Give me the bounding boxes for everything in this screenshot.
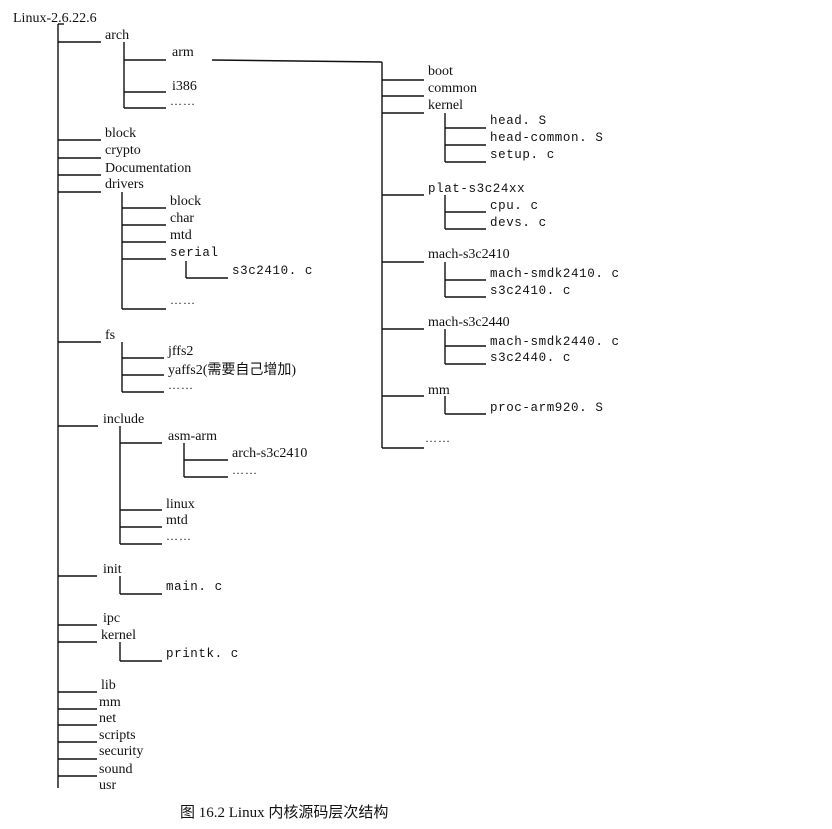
- node-block: block: [105, 126, 137, 141]
- node-head-S: head. S: [490, 114, 547, 128]
- node-inc-mtd: mtd: [166, 513, 188, 528]
- node-setup-c: setup. c: [490, 148, 555, 162]
- node-ipc: ipc: [103, 611, 121, 626]
- node-lib: lib: [101, 678, 116, 693]
- node-drv-mtd: mtd: [170, 228, 192, 243]
- node-mm: mm: [99, 695, 121, 710]
- node-asm-more: ……: [232, 463, 258, 477]
- node-drv-block: block: [170, 194, 202, 209]
- node-inc-more: ……: [166, 529, 192, 543]
- node-mach-smdk2440-c: mach-smdk2440. c: [490, 335, 620, 349]
- node-arm-more: ……: [425, 431, 451, 445]
- node-printk-c: printk. c: [166, 647, 239, 661]
- node-scripts: scripts: [99, 728, 136, 743]
- node-drv-more: ……: [170, 293, 196, 307]
- node-mach-s3c2440: mach-s3c2440: [428, 315, 510, 330]
- node-documentation: Documentation: [105, 161, 192, 176]
- node-security: security: [99, 744, 144, 759]
- node-kernel: kernel: [101, 628, 136, 643]
- node-sound: sound: [99, 762, 133, 777]
- node-arch: arch: [105, 28, 130, 43]
- node-mach-s3c2410: mach-s3c2410: [428, 247, 510, 262]
- node-head-common-S: head-common. S: [490, 131, 604, 145]
- node-s3c2410-c-serial: s3c2410. c: [232, 264, 314, 278]
- node-plat-s3c24xx: plat-s3c24xx: [428, 182, 526, 196]
- node-fs: fs: [105, 328, 116, 343]
- node-fs-more: ……: [168, 378, 194, 392]
- node-main-c: main. c: [166, 580, 223, 594]
- node-s3c2410-c-mach: s3c2410. c: [490, 284, 572, 298]
- node-arch-s3c2410: arch-s3c2410: [232, 446, 308, 461]
- node-common: common: [428, 81, 477, 96]
- node-drivers: drivers: [105, 177, 144, 192]
- node-devs-c: devs. c: [490, 216, 547, 230]
- node-jffs2: jffs2: [168, 344, 194, 359]
- node-kernel-arm: kernel: [428, 98, 463, 113]
- node-boot: boot: [428, 64, 453, 79]
- tree-root-label: Linux-2.6.22.6: [13, 11, 97, 26]
- node-yaffs2: yaffs2(需要自己增加): [168, 363, 297, 378]
- figure-caption: 图 16.2 Linux 内核源码层次结构: [180, 805, 389, 821]
- tree-connector-line: [211, 59, 383, 63]
- node-mach-smdk2410-c: mach-smdk2410. c: [490, 267, 620, 281]
- node-asm-arm: asm-arm: [168, 429, 217, 444]
- node-include: include: [103, 412, 145, 427]
- node-mm-arm: mm: [428, 383, 450, 398]
- node-crypto: crypto: [105, 143, 141, 158]
- node-usr: usr: [99, 778, 117, 793]
- node-arm: arm: [172, 45, 194, 60]
- node-proc-arm920-S: proc-arm920. S: [490, 401, 604, 415]
- node-drv-serial: serial: [170, 246, 219, 260]
- node-cpu-c: cpu. c: [490, 199, 539, 213]
- node-drv-char: char: [170, 211, 195, 226]
- node-i386: i386: [172, 79, 197, 94]
- node-net: net: [99, 711, 117, 726]
- node-inc-linux: linux: [166, 497, 195, 512]
- node-arch-more: ……: [170, 94, 196, 108]
- kernel-source-tree-diagram: [57, 23, 486, 788]
- node-init: init: [103, 562, 122, 577]
- node-s3c2440-c: s3c2440. c: [490, 351, 572, 365]
